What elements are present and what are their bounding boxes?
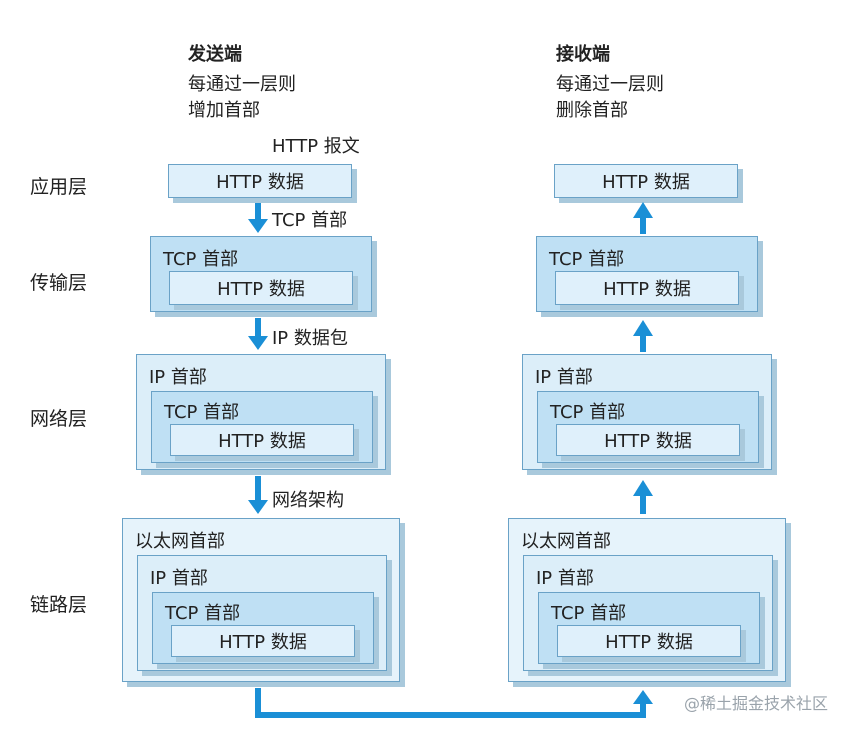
layer-transport-label: 传输层	[30, 272, 88, 294]
tcp-header-label: TCP 首部	[550, 402, 626, 423]
receiver-network-packet: IP 首部 TCP 首部 HTTP 数据	[522, 354, 772, 470]
tcp-header-label: TCP 首部	[551, 603, 627, 624]
tcp-header-label: TCP 首部	[549, 249, 625, 270]
arrow-down-transport-to-network	[248, 318, 268, 350]
layer-network-label: 网络层	[30, 408, 88, 430]
watermark: @稀土掘金技术社区	[684, 694, 829, 713]
ip-packet-box: IP 首部 TCP 首部 HTTP 数据	[137, 555, 387, 671]
tcp-segment-box: TCP 首部 HTTP 数据	[538, 592, 760, 664]
ethernet-header-label: 以太网首部	[521, 531, 611, 552]
http-data-label: HTTP 数据	[603, 279, 691, 300]
http-data-box: HTTP 数据	[557, 625, 741, 657]
tcp-header-arrow-label: TCP 首部	[272, 210, 348, 231]
ip-header-label: IP 首部	[536, 568, 594, 589]
tcp-header-label: TCP 首部	[164, 402, 240, 423]
arrow-down-network-to-link	[248, 476, 268, 514]
sender-link-frame: 以太网首部 IP 首部 TCP 首部 HTTP 数据	[122, 518, 400, 682]
http-data-box: HTTP 数据	[171, 625, 355, 657]
receiver-note-line1: 每通过一层则	[556, 74, 664, 95]
tcp-segment-box: TCP 首部 HTTP 数据	[152, 592, 374, 664]
http-data-label: HTTP 数据	[219, 632, 307, 653]
arrow-bottom-connector	[255, 688, 653, 718]
receiver-link-frame: 以太网首部 IP 首部 TCP 首部 HTTP 数据	[508, 518, 786, 682]
http-data-label: HTTP 数据	[218, 431, 306, 452]
http-message-label: HTTP 报文	[272, 136, 360, 157]
sender-title: 发送端	[188, 44, 242, 65]
sender-note-line1: 每通过一层则	[188, 74, 296, 95]
ip-packet-box: IP 首部 TCP 首部 HTTP 数据	[523, 555, 773, 671]
arrow-up-link-to-network	[633, 480, 653, 514]
http-data-box: HTTP 数据	[169, 271, 353, 305]
ethernet-header-label: 以太网首部	[135, 531, 225, 552]
arrow-up-network-to-transport	[633, 320, 653, 352]
receiver-transport-segment: TCP 首部 HTTP 数据	[536, 236, 758, 312]
receiver-note-line2: 删除首部	[556, 100, 628, 121]
layer-link-label: 链路层	[30, 594, 88, 616]
http-data-box: HTTP 数据	[170, 424, 354, 456]
sender-app-http-data: HTTP 数据	[168, 164, 352, 198]
receiver-app-http-data: HTTP 数据	[554, 164, 738, 198]
tcp-header-label: TCP 首部	[163, 249, 239, 270]
http-data-label: HTTP 数据	[605, 632, 693, 653]
network-frame-arrow-label: 网络架构	[272, 490, 344, 511]
ip-header-label: IP 首部	[535, 367, 593, 388]
tcp-header-label: TCP 首部	[165, 603, 241, 624]
arrow-down-app-to-transport	[248, 203, 268, 233]
http-data-label: HTTP 数据	[602, 172, 690, 193]
tcp-segment-box: TCP 首部 HTTP 数据	[537, 391, 759, 463]
receiver-title: 接收端	[556, 44, 610, 65]
arrow-up-transport-to-app	[633, 202, 653, 234]
ip-header-label: IP 首部	[150, 568, 208, 589]
sender-transport-segment: TCP 首部 HTTP 数据	[150, 236, 372, 312]
ip-packet-arrow-label: IP 数据包	[272, 328, 348, 349]
layer-application-label: 应用层	[30, 176, 88, 198]
tcp-segment-box: TCP 首部 HTTP 数据	[151, 391, 373, 463]
http-data-label: HTTP 数据	[216, 172, 304, 193]
http-data-box: HTTP 数据	[555, 271, 739, 305]
sender-network-packet: IP 首部 TCP 首部 HTTP 数据	[136, 354, 386, 470]
sender-note-line2: 增加首部	[188, 100, 260, 121]
http-data-box: HTTP 数据	[556, 424, 740, 456]
ip-header-label: IP 首部	[149, 367, 207, 388]
http-data-label: HTTP 数据	[217, 279, 305, 300]
http-data-label: HTTP 数据	[604, 431, 692, 452]
